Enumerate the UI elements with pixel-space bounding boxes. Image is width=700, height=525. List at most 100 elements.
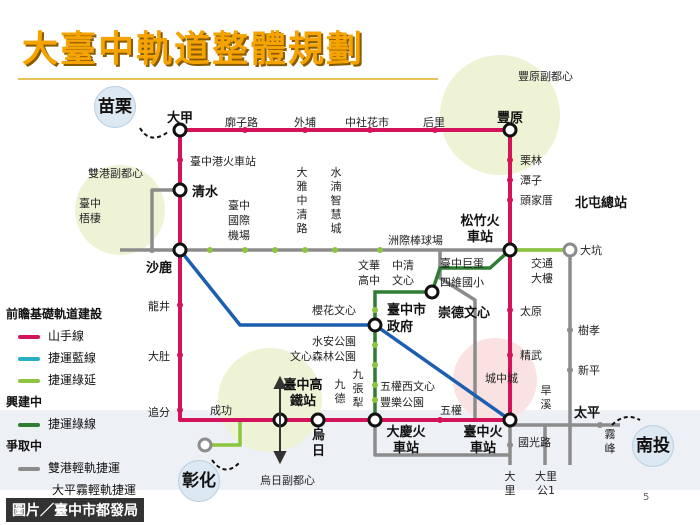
label-cityhall-text: 臺中市政府: [387, 303, 427, 335]
label-dajia: 大甲: [167, 111, 194, 126]
station-changhua-end-marker: [197, 437, 213, 453]
district-shuanggang: 雙港副都心: [88, 167, 143, 180]
label-shuian: 水安公園: [312, 335, 356, 348]
legend-green-line: 捷運綠線: [18, 415, 96, 432]
label-songzhu-text: 松竹火車站: [460, 214, 500, 245]
gray-line-dots: [149, 247, 603, 448]
label-hsr-text: 臺中高鐵站: [283, 378, 323, 409]
region-changhua: 彰化: [178, 460, 220, 502]
station-shalu-marker: [172, 242, 188, 258]
label-zhongke: 臺中國際機場: [225, 198, 253, 243]
shuanggang-district-circle: [75, 165, 165, 255]
label-zhongqing-text: 中清文心: [392, 259, 414, 287]
region-nantou: 南投: [632, 425, 674, 467]
legend-swatch-gray: [18, 466, 40, 471]
region-nantou-label: 南投: [636, 436, 670, 456]
page-number: 5: [643, 492, 650, 503]
label-tanzi: 潭子: [520, 174, 542, 187]
region-miaoli-label: 苗栗: [98, 97, 132, 117]
label-jiuzhangli: 九張犁: [352, 368, 364, 409]
station-dakeng-marker: [562, 242, 578, 258]
station-songzhu-marker: [502, 242, 518, 258]
legend-section-1: 前瞻基礎軌道建設: [6, 307, 103, 321]
label-jingwu: 精武: [520, 349, 542, 362]
region-changhua-label: 彰化: [182, 471, 216, 491]
page-title: 大臺中軌道整體規劃: [22, 29, 365, 70]
station-cityhall-marker: [367, 317, 383, 333]
label-taiyuan: 太原: [520, 305, 542, 318]
legend-mountain-line-text: 山手線: [48, 329, 85, 343]
shuanggang-branch-line: [150, 188, 180, 250]
legend-green-line-text: 捷運綠線: [48, 417, 97, 431]
daqing-loop-line: [373, 420, 510, 457]
legend-shuanggang: 雙港輕軌捷運: [18, 459, 120, 476]
legend-blue-line: 捷運藍線: [18, 349, 96, 366]
wuri-district-circle: [218, 348, 322, 452]
label-yinghua: 櫻花文心: [312, 304, 356, 317]
label-wenhua: 文華高中: [356, 258, 382, 288]
label-juju: 臺中巨蛋: [440, 256, 492, 271]
label-zhongqing: 中清文心: [390, 258, 416, 288]
label-wufeng: 霧峰: [604, 428, 616, 455]
mountain-line-dots: [177, 127, 513, 423]
legend-shuanggang-text: 雙港輕軌捷運: [48, 461, 121, 475]
county-arrows: [139, 127, 641, 471]
label-chongde: 崇德文心: [438, 306, 491, 321]
label-zhuifen: 追分: [148, 406, 170, 419]
label-taichung-train: 臺中火車站: [462, 425, 504, 457]
station-taichung-marker: [502, 412, 518, 428]
label-liming: 栗林: [520, 154, 542, 167]
fengyuan-district-circle: [440, 55, 560, 175]
label-chenggong: 成功: [210, 404, 232, 417]
legend-section-2: 興建中: [6, 395, 43, 409]
station-chongde-marker: [424, 284, 440, 300]
label-juju-text: 臺中巨蛋: [440, 257, 484, 270]
green-line-dots: [372, 307, 378, 403]
label-cityhall: 臺中市政府: [387, 302, 427, 336]
label-chenggongcheng: 城中城: [485, 372, 518, 385]
label-toujia: 頭家厝: [520, 194, 553, 207]
label-jiude: 九德: [334, 378, 346, 405]
label-hsr: 臺中高鐵站: [283, 378, 323, 410]
label-jianxi: 旱溪: [540, 384, 552, 411]
label-zhongshe: 中社花市: [345, 116, 389, 129]
green-line: [373, 248, 512, 420]
label-wenxin-forest: 文心森林公園: [290, 350, 356, 363]
label-dakeng: 大坑: [580, 244, 602, 257]
chongde-lrt-line: [438, 250, 477, 420]
label-siwei: 四維國小: [440, 276, 484, 289]
label-shuxiao: 樹孝: [578, 324, 600, 337]
legend-green-ext-text: 捷運綠延: [48, 373, 97, 387]
district-fengyuan: 豐原副都心: [518, 70, 573, 83]
legend-swatch-darkgreen: [18, 422, 40, 427]
label-wenhua-text: 文華高中: [358, 259, 380, 287]
label-fengyuan: 豐原: [497, 111, 524, 126]
image-source-caption: 圖片／臺中市都發局: [6, 498, 144, 522]
label-wuquan-wenxin: 五權西文心: [380, 380, 435, 393]
label-jiaotong-text: 交通大樓: [531, 257, 553, 285]
label-wuri: 烏日: [311, 428, 325, 459]
station-wuri-marker: [310, 412, 326, 428]
legend-taiping: 大平霧輕軌捷運: [52, 483, 137, 497]
label-xinping: 新平: [578, 364, 600, 377]
label-wuquan: 五權: [440, 404, 462, 417]
legend-swatch-red: [18, 334, 40, 339]
label-daqing-text: 大慶火車站: [386, 425, 426, 456]
hsr-arrow: [273, 375, 287, 465]
label-shuinan: 水湳智慧城: [330, 166, 342, 235]
label-longjing: 龍井: [148, 300, 170, 313]
label-zhonggang-train: 臺中港火車站: [190, 155, 256, 168]
label-daliwuwu: 大里: [504, 470, 516, 497]
label-shalu: 沙鹿: [146, 261, 173, 276]
legend-green-ext: 捷運綠延: [18, 371, 96, 388]
label-zhongke-text: 臺中國際機場: [228, 199, 250, 242]
label-guoguang: 國光路: [518, 436, 551, 449]
label-songzhu: 松竹火車站: [460, 214, 500, 246]
label-dadu: 大肚: [148, 350, 170, 363]
label-zhonggang-tongli: 臺中梧棲: [79, 197, 101, 225]
station-daqing-marker: [367, 412, 383, 428]
label-taiping: 太平: [574, 406, 601, 421]
label-taichung-train-text: 臺中火車站: [463, 425, 503, 456]
station-dajia-marker: [172, 122, 188, 138]
